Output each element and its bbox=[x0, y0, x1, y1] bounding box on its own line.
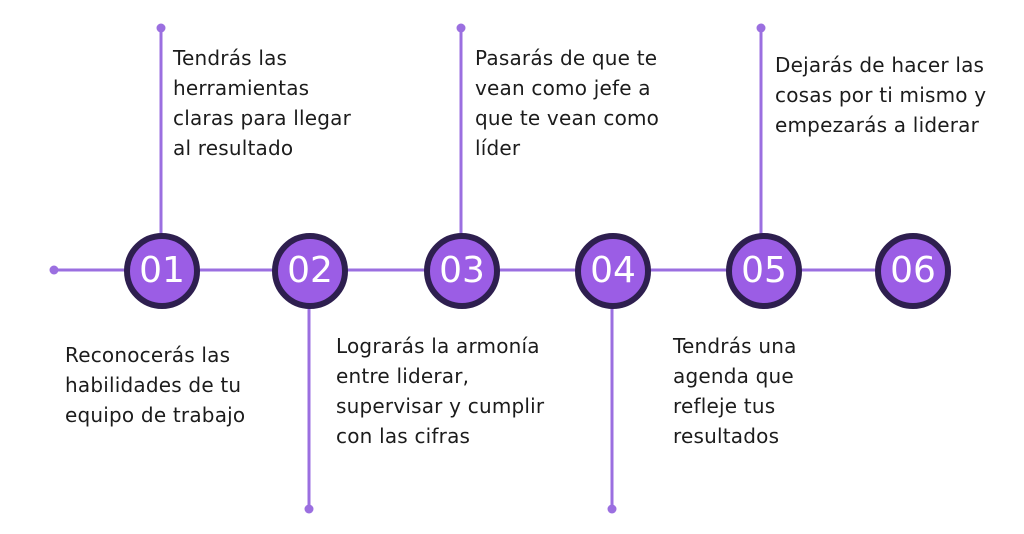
step-number: 06 bbox=[890, 250, 936, 291]
step-number: 03 bbox=[439, 250, 485, 291]
step-node-02: 02 bbox=[272, 233, 348, 309]
connector-dot-01 bbox=[156, 23, 166, 33]
connector-dot-04 bbox=[607, 504, 617, 514]
step-number: 05 bbox=[741, 250, 787, 291]
connector-dot-05 bbox=[756, 23, 766, 33]
step-caption-06: Dejarás de hacer las cosas por ti mismo … bbox=[775, 53, 987, 137]
step-node-04: 04 bbox=[575, 233, 651, 309]
connector-dot-03 bbox=[456, 23, 466, 33]
timeline-start-dot bbox=[49, 265, 59, 275]
step-caption-01: Reconocerás las habilidades de tu equipo… bbox=[65, 343, 246, 427]
step-node-06: 06 bbox=[875, 233, 951, 309]
step-caption-02: Tendrás las herramientas claras para lle… bbox=[173, 46, 352, 160]
step-caption-03: Lograrás la armonía entre liderar, super… bbox=[336, 334, 545, 448]
step-node-05: 05 bbox=[726, 233, 802, 309]
step-node-03: 03 bbox=[424, 233, 500, 309]
step-number: 01 bbox=[139, 250, 185, 291]
step-number: 02 bbox=[287, 250, 333, 291]
step-caption-05: Tendrás una agenda que refleje tus resul… bbox=[673, 334, 797, 448]
step-caption-04: Pasarás de que te vean como jefe a que t… bbox=[475, 46, 660, 160]
connector-dot-02 bbox=[304, 504, 314, 514]
step-node-01: 01 bbox=[124, 233, 200, 309]
step-number: 04 bbox=[590, 250, 636, 291]
